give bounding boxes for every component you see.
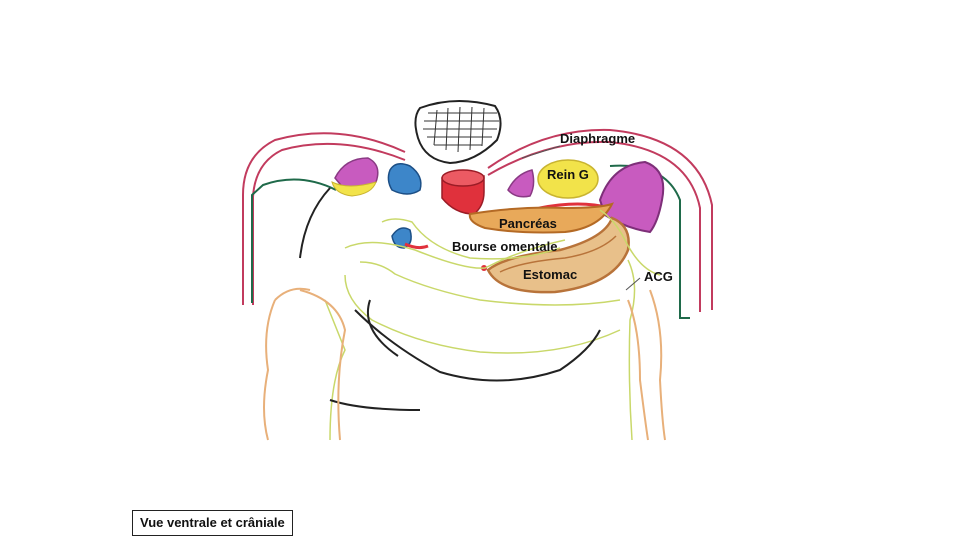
label-rein-g: Rein G <box>547 167 589 182</box>
label-acg: ACG <box>644 269 673 284</box>
vena-cava <box>387 163 422 195</box>
leader-lines <box>521 145 641 291</box>
intestine <box>299 187 601 411</box>
label-bourse-omentale: Bourse omentale <box>452 239 557 254</box>
label-estomac: Estomac <box>523 267 577 282</box>
spleen <box>598 160 665 234</box>
left-kidney <box>507 159 599 199</box>
colon <box>263 287 666 441</box>
label-diaphragme: Diaphragme <box>560 131 635 146</box>
label-pancreas: Pancréas <box>499 216 557 231</box>
omentum <box>324 209 661 441</box>
view-caption: Vue ventrale et crâniale <box>132 510 293 536</box>
vertebra <box>414 99 502 165</box>
right-kidney <box>331 157 379 197</box>
pancreas <box>468 202 614 234</box>
